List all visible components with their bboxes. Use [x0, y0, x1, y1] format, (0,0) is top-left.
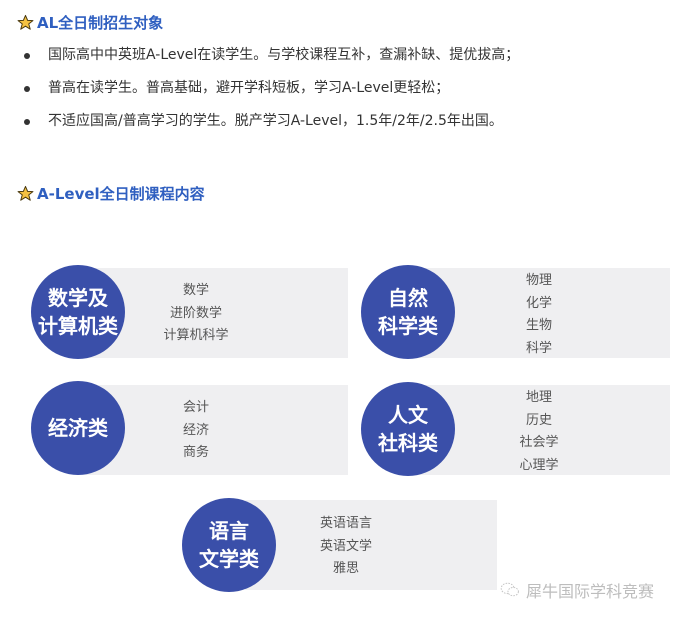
section-title: AL全日制招生对象 [37, 14, 164, 32]
section-heading-courses: A-Level全日制课程内容 [17, 183, 205, 204]
subject-item: 进阶数学 [169, 305, 222, 321]
subject-item: 化学 [525, 295, 552, 311]
category-name-line: 数学及 [48, 286, 108, 310]
subject-list: 地理 历史 社会学 心理学 [499, 387, 579, 477]
subject-item: 商务 [182, 445, 209, 460]
subject-list: 物理 化学 生物 科学 [499, 270, 579, 360]
wechat-icon [500, 582, 519, 597]
section-heading-enrollment: AL全日制招生对象 [17, 12, 163, 33]
list-item: 普高在读学生。普高基础，避开学科短板，学习A-Level更轻松； [20, 77, 519, 110]
subject-item: 物理 [525, 273, 552, 288]
subject-item: 经济 [182, 422, 209, 438]
watermark-text: 犀牛国际学科竞赛 [526, 582, 655, 601]
subject-item: 生物 [525, 318, 552, 333]
category-name-line: 人文 [388, 403, 428, 427]
subject-item: 英语文学 [319, 538, 372, 554]
subject-item: 会计 [182, 400, 209, 415]
category-badge: 自然 科学类 [361, 265, 455, 359]
subject-item: 心理学 [519, 457, 559, 473]
subject-item: 英语语言 [319, 516, 372, 531]
subject-item: 历史 [525, 412, 552, 428]
subject-list: 数学 进阶数学 计算机科学 [146, 280, 246, 348]
subject-item: 计算机科学 [163, 328, 229, 343]
subject-item: 社会学 [519, 435, 559, 450]
category-name-line: 自然 [388, 286, 428, 310]
category-name-line: 计算机类 [38, 314, 118, 338]
watermark: 犀牛国际学科竞赛 [500, 578, 654, 602]
list-item: 不适应国高/普高学习的学生。脱产学习A-Level，1.5年/2年/2.5年出国… [20, 110, 519, 143]
subject-list: 英语语言 英语文学 雅思 [306, 513, 386, 581]
category-badge: 数学及 计算机类 [31, 265, 125, 359]
subject-item: 雅思 [332, 561, 359, 576]
star-icon [17, 185, 34, 201]
list-item: 国际高中中英班A-Level在读学生。与学校课程互补，查漏补缺、提优拔高； [20, 44, 519, 77]
subject-list: 会计 经济 商务 [166, 397, 226, 465]
section-title: A-Level全日制课程内容 [37, 185, 205, 203]
subject-item: 数学 [182, 283, 209, 298]
category-name-line: 文学类 [199, 547, 259, 571]
card-background [245, 500, 497, 590]
enrollment-list: 国际高中中英班A-Level在读学生。与学校课程互补，查漏补缺、提优拔高； 普高… [20, 44, 519, 143]
subject-item: 科学 [525, 340, 552, 356]
category-badge: 经济类 [31, 381, 125, 475]
category-badge: 人文 社科类 [361, 382, 455, 476]
category-name-line: 经济类 [48, 416, 108, 440]
category-badge: 语言 文学类 [182, 498, 276, 592]
category-name-line: 社科类 [378, 431, 438, 455]
subject-item: 地理 [525, 390, 552, 405]
star-icon [17, 14, 34, 30]
category-name-line: 科学类 [378, 314, 438, 338]
category-name-line: 语言 [209, 519, 249, 543]
